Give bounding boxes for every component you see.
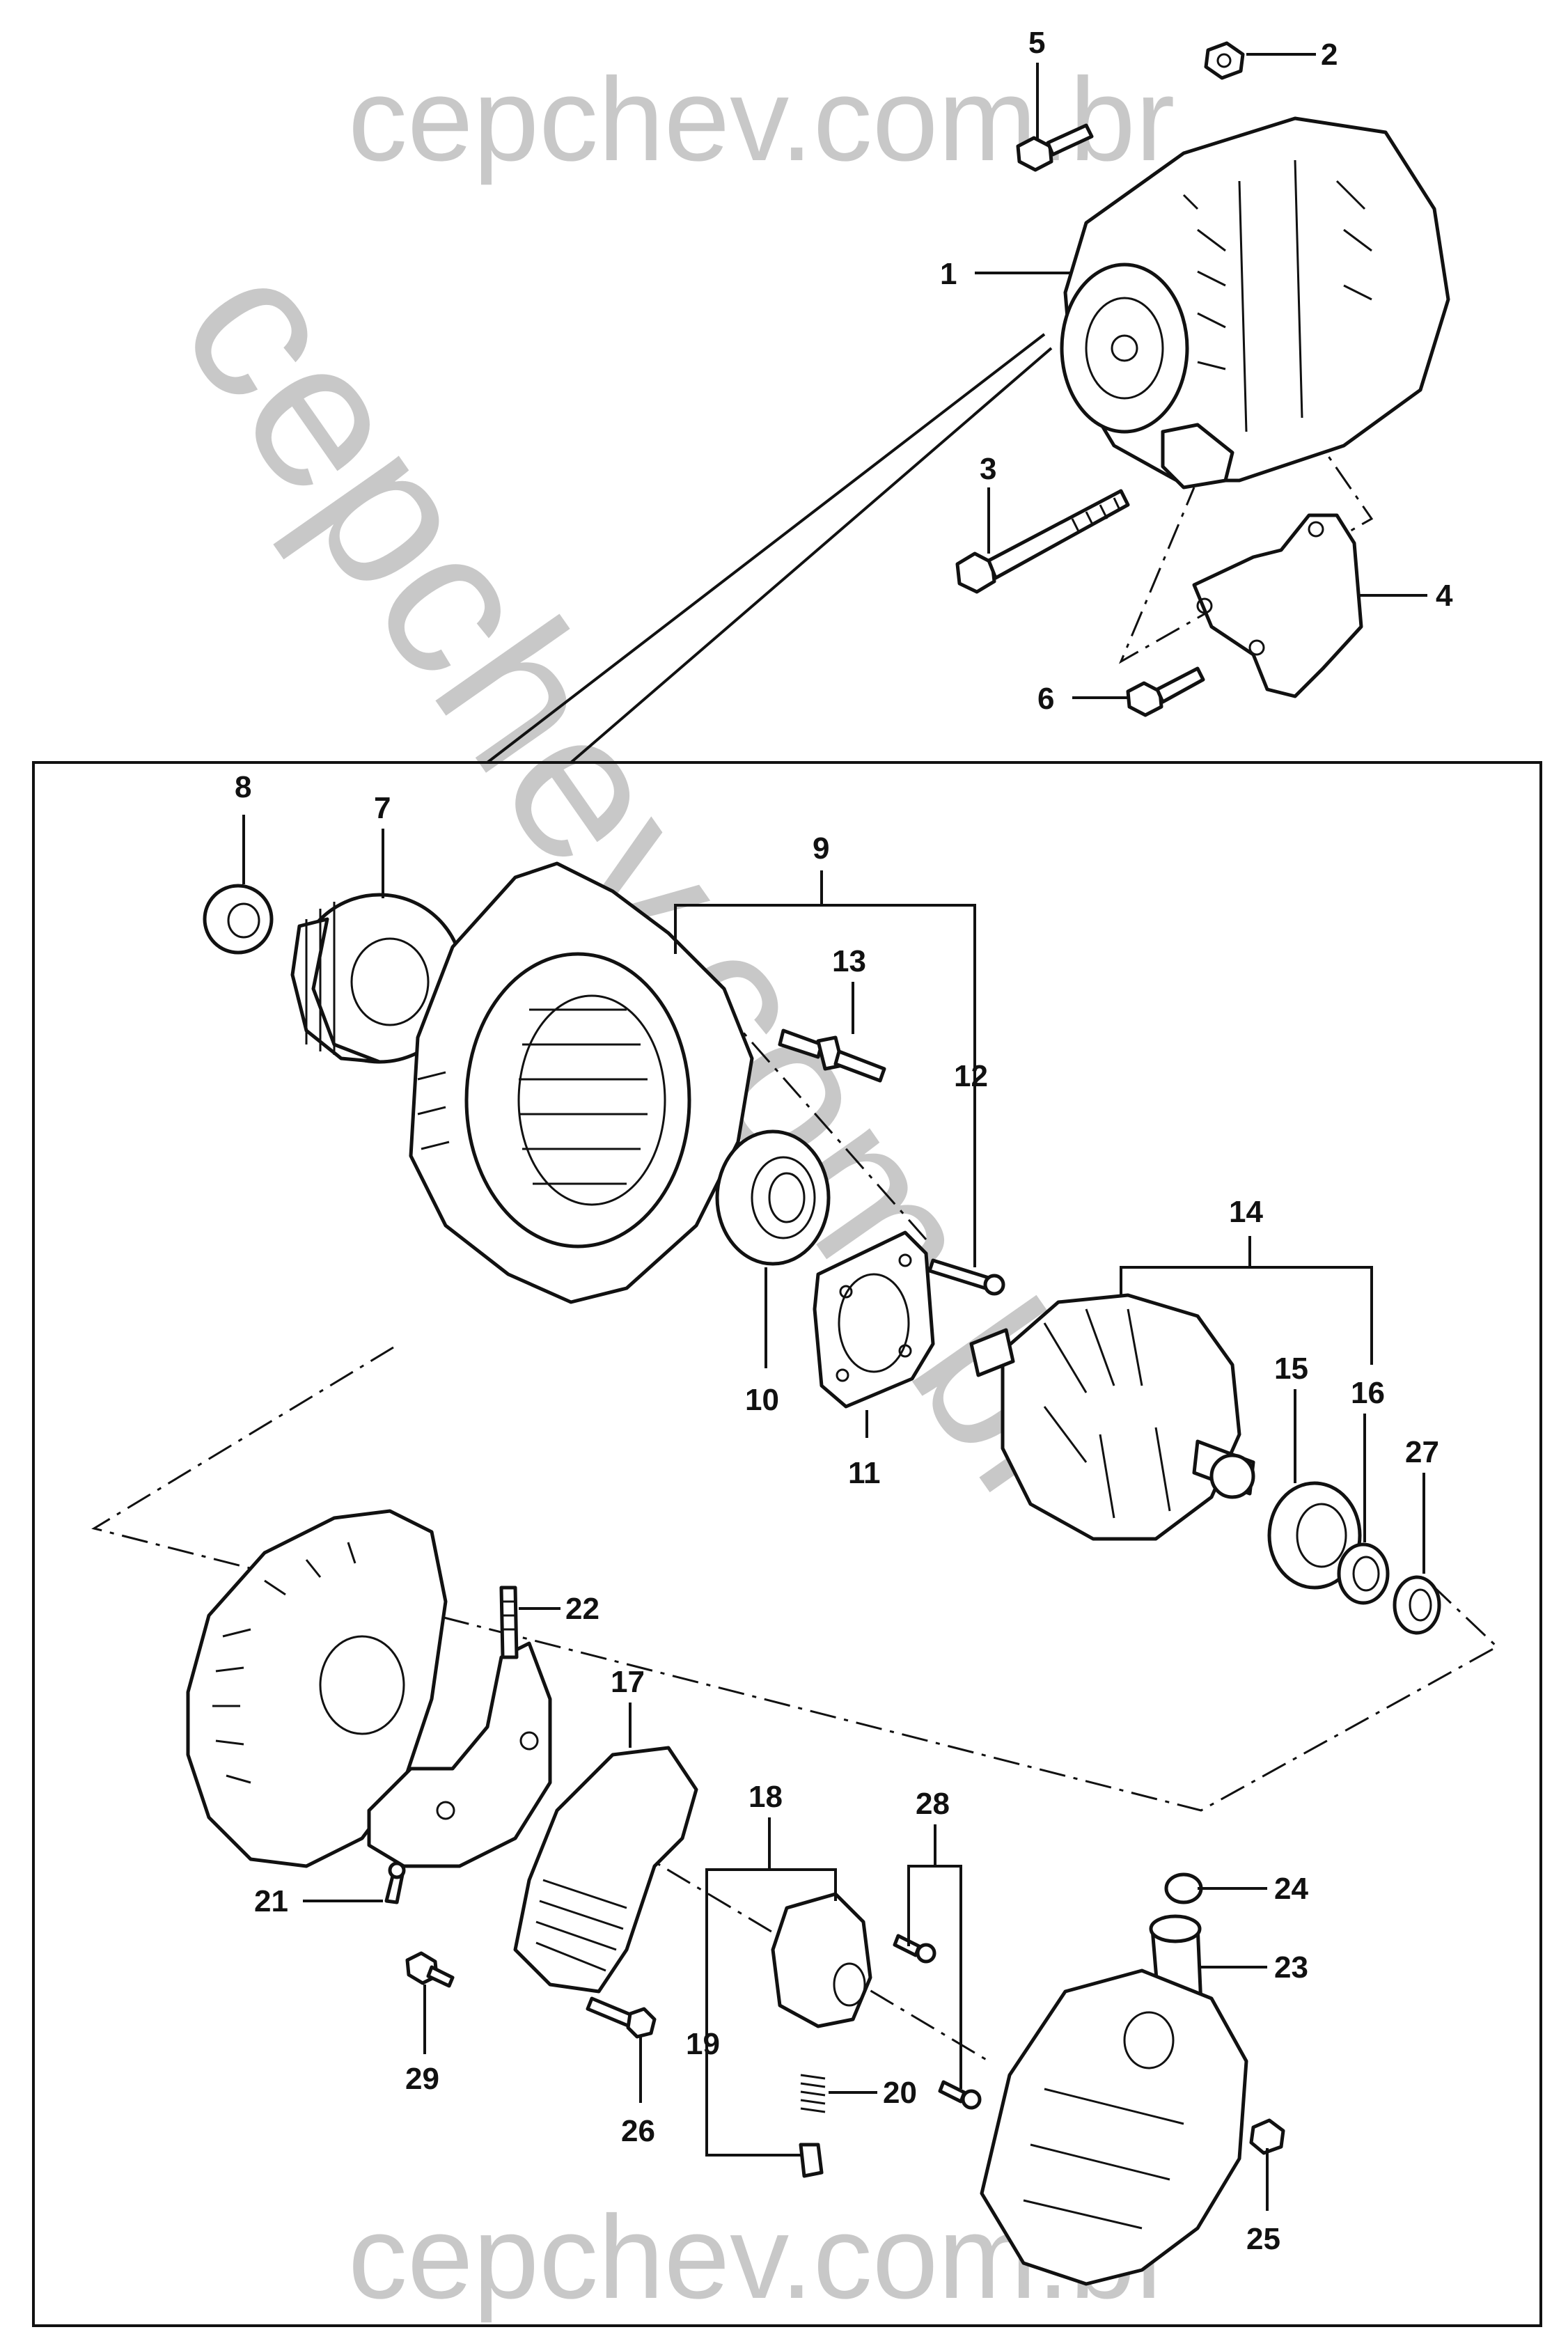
callout-14: 14 bbox=[1229, 1195, 1263, 1229]
callout-23: 23 bbox=[1274, 1950, 1308, 1985]
washer-part-27 bbox=[1393, 1575, 1441, 1635]
mounting-bracket-part-4 bbox=[1192, 513, 1363, 698]
through-bolt-part-3 bbox=[955, 489, 1130, 594]
watermark-top: cepchev.com.br bbox=[348, 54, 1175, 186]
callout-10: 10 bbox=[745, 1383, 779, 1417]
assembly-guide-rear bbox=[91, 1346, 1499, 1812]
nut-part-8 bbox=[203, 884, 274, 955]
callout-8: 8 bbox=[235, 770, 251, 804]
nut-part-25 bbox=[1249, 2118, 1285, 2155]
callout-18: 18 bbox=[748, 1780, 783, 1814]
callout-20: 20 bbox=[883, 2076, 917, 2110]
front-housing-part-9 bbox=[409, 861, 754, 1304]
callout-26: 26 bbox=[621, 2114, 655, 2148]
detail-leader-b bbox=[570, 347, 1053, 764]
rear-housing bbox=[186, 1509, 448, 1868]
callout-4: 4 bbox=[1436, 579, 1453, 613]
callout-6: 6 bbox=[1037, 682, 1054, 716]
callout-27: 27 bbox=[1405, 1435, 1439, 1469]
nut-part-24 bbox=[1164, 1872, 1203, 1904]
callout-5: 5 bbox=[1028, 26, 1045, 60]
callout-17: 17 bbox=[611, 1665, 645, 1699]
terminal-stud-part-13 bbox=[778, 1028, 886, 1083]
pulley-part-7 bbox=[290, 893, 465, 1064]
callout-12: 12 bbox=[954, 1059, 988, 1093]
leader-lines bbox=[242, 53, 1427, 2211]
detail-frame bbox=[32, 761, 1542, 2327]
bolt-part-5 bbox=[1016, 123, 1094, 172]
brush-part-19 bbox=[799, 2143, 824, 2178]
callout-labels: 1 2 3 4 5 6 7 8 9 10 11 12 13 14 15 16 1… bbox=[235, 26, 1453, 2256]
spring-part-20 bbox=[800, 2074, 826, 2113]
rear-bearing-part-15 bbox=[1267, 1481, 1362, 1590]
bolt-part-6 bbox=[1126, 666, 1205, 717]
bearing-ring-part-16 bbox=[1337, 1542, 1390, 1605]
detail-leader-a bbox=[486, 333, 1046, 764]
front-bearing-part-10 bbox=[715, 1129, 831, 1266]
regulator-part-17 bbox=[513, 1746, 698, 1994]
callout-25: 25 bbox=[1246, 2222, 1280, 2256]
callout-7: 7 bbox=[374, 791, 391, 825]
callout-2: 2 bbox=[1321, 38, 1338, 72]
callout-24: 24 bbox=[1274, 1872, 1308, 1906]
nut-part-2 bbox=[1204, 41, 1245, 80]
callout-21: 21 bbox=[254, 1884, 288, 1918]
screw-part-26 bbox=[586, 1996, 657, 2039]
callout-9: 9 bbox=[813, 831, 829, 866]
brush-holder-part-18 bbox=[771, 1892, 872, 2028]
callout-13: 13 bbox=[832, 944, 866, 978]
screw-part-12 bbox=[927, 1258, 1005, 1296]
callout-22: 22 bbox=[565, 1592, 599, 1626]
callout-11: 11 bbox=[848, 1456, 881, 1490]
screw-part-21 bbox=[384, 1861, 406, 1904]
callout-15: 15 bbox=[1274, 1352, 1308, 1386]
callout-19: 19 bbox=[686, 2027, 720, 2061]
screws-part-28 bbox=[893, 1934, 982, 2110]
callout-28: 28 bbox=[916, 1787, 950, 1821]
callout-16: 16 bbox=[1351, 1376, 1385, 1410]
alternator-assembly bbox=[1060, 116, 1450, 490]
rotor-part-14 bbox=[969, 1293, 1255, 1541]
bearing-retainer-part-11 bbox=[813, 1230, 935, 1409]
callout-1: 1 bbox=[940, 257, 957, 291]
rear-cover bbox=[980, 1969, 1248, 2286]
bolt-part-29 bbox=[405, 1951, 455, 1988]
callout-3: 3 bbox=[980, 452, 996, 486]
callout-29: 29 bbox=[405, 2062, 439, 2096]
